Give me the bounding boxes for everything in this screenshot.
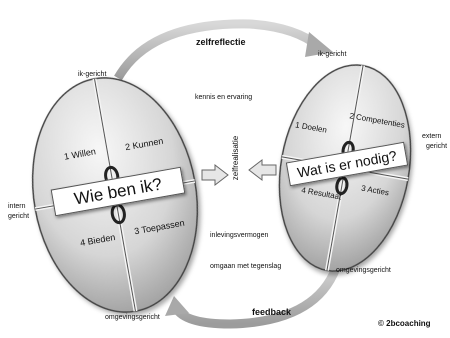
left-side-label-line2: gericht <box>8 213 30 220</box>
inlevingsvermogen-label: inlevingsvermogen <box>210 232 269 239</box>
copyright-label: © 2bcoaching <box>378 319 431 328</box>
left-top-label: ik-gericht <box>78 71 107 78</box>
right-bottom-label: omgevingsgericht <box>336 267 391 274</box>
zelfrealisatie-label: zelfrealisatie <box>231 135 240 181</box>
zelfreflectie-arrow <box>114 19 321 81</box>
left-bottom-label: omgevingsgericht <box>105 314 160 321</box>
right-pointing-arrow <box>201 163 229 187</box>
feedback-arrowhead <box>165 296 189 316</box>
zelfreflectie-label: zelfreflectie <box>196 37 246 47</box>
right-top-label: ik-gericht <box>318 51 347 58</box>
right-side-label-line1: extern <box>422 133 442 140</box>
feedback-label: feedback <box>252 307 292 317</box>
left-side-label-line1: intern <box>8 203 26 210</box>
kennis-en-ervaring-label: kennis en ervaring <box>195 94 253 101</box>
feedback-arrow <box>172 260 343 329</box>
zelfreflectie-arrowhead <box>305 32 333 57</box>
left-pointing-arrow <box>248 158 277 182</box>
right-side-label-line2: gericht <box>426 143 448 150</box>
omgaan-met-tegenslag-label: omgaan met tegenslag <box>210 263 282 270</box>
